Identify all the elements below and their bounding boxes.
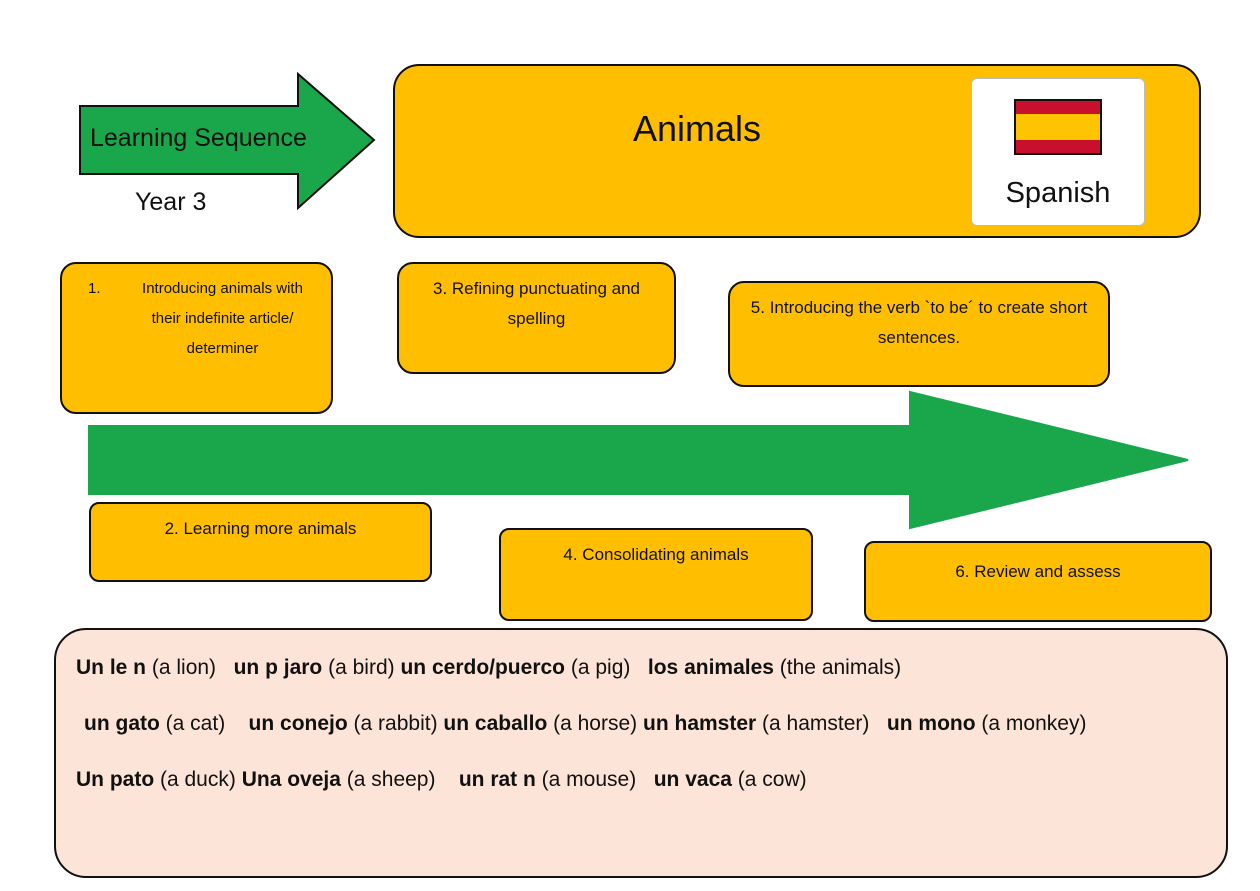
vocab-word: un cerdo/puerco (400, 656, 565, 679)
step-6: 6. Review and assess (864, 541, 1212, 622)
vocab-word: un vaca (653, 768, 732, 791)
vocab-gloss: (a sheep) (346, 768, 436, 791)
vocab-gloss: (a lion) (151, 656, 217, 679)
vocab-gloss: (a duck) (160, 768, 236, 791)
vocab-gloss: (a pig) (570, 656, 631, 679)
vocab-gloss: (a hamster) (762, 712, 870, 735)
vocab-gloss: (a horse) (553, 712, 638, 735)
vocab-word: un caballo (443, 712, 548, 735)
step-2-label: 2. Learning more animals (164, 519, 357, 538)
vocab-gloss: (a mouse) (541, 768, 637, 791)
language-card: Spanish (971, 78, 1145, 226)
vocab-gloss: (a rabbit) (353, 712, 438, 735)
vocab-word: un p jaro (233, 656, 323, 679)
spain-flag-icon (1014, 99, 1102, 155)
vocab-gloss: (the animals) (779, 656, 902, 679)
topic-title-box: Animals Spanish (393, 64, 1201, 238)
step-6-label: 6. Review and assess (955, 562, 1121, 581)
vocab-word: Una oveja (241, 768, 341, 791)
step-3: 3. Refining punctuating and spelling (397, 262, 676, 374)
vocab-line-2: un gato (a cat) un conejo (a rabbit) un … (84, 712, 1086, 736)
vocab-word: Un pato (76, 768, 155, 791)
vocab-word: un hamster (643, 712, 757, 735)
step-3-label: 3. Refining punctuating and spelling (433, 279, 640, 328)
vocab-gloss: (a monkey) (981, 712, 1087, 735)
step-2: 2. Learning more animals (89, 502, 432, 582)
vocabulary-box: Un le n (a lion) un p jaro (a bird) un c… (54, 628, 1228, 878)
language-label: Spanish (1005, 177, 1111, 209)
learning-sequence-arrow (79, 71, 376, 211)
vocab-line-1: Un le n (a lion) un p jaro (a bird) un c… (76, 656, 901, 680)
vocab-word: Un le n (76, 656, 147, 679)
vocab-gloss: (a cat) (165, 712, 226, 735)
vocab-gloss: (a bird) (328, 656, 395, 679)
step-5-label: 5. Introducing the verb `to be´ to creat… (750, 298, 1088, 347)
topic-title: Animals (633, 108, 762, 149)
step-1-number: 1. (88, 280, 101, 297)
vocab-gloss: (a cow) (737, 768, 807, 791)
step-5: 5. Introducing the verb `to be´ to creat… (728, 281, 1110, 387)
step-4-label: 4. Consolidating animals (563, 545, 749, 564)
vocab-word: un rat n (458, 768, 536, 791)
timeline-arrow (88, 390, 1189, 530)
vocab-word: un mono (886, 712, 976, 735)
step-1-label: Introducing animals with their indefinit… (142, 280, 303, 357)
step-1: 1. Introducing animals with their indefi… (60, 262, 333, 414)
vocab-word: un conejo (248, 712, 348, 735)
vocab-line-3: Un pato (a duck) Una oveja (a sheep) un … (76, 768, 807, 792)
learning-sequence-label: Learning Sequence (90, 124, 307, 152)
vocab-word: los animales (647, 656, 774, 679)
vocab-word: un gato (84, 712, 160, 735)
step-4: 4. Consolidating animals (499, 528, 813, 621)
year-label: Year 3 (135, 188, 207, 216)
